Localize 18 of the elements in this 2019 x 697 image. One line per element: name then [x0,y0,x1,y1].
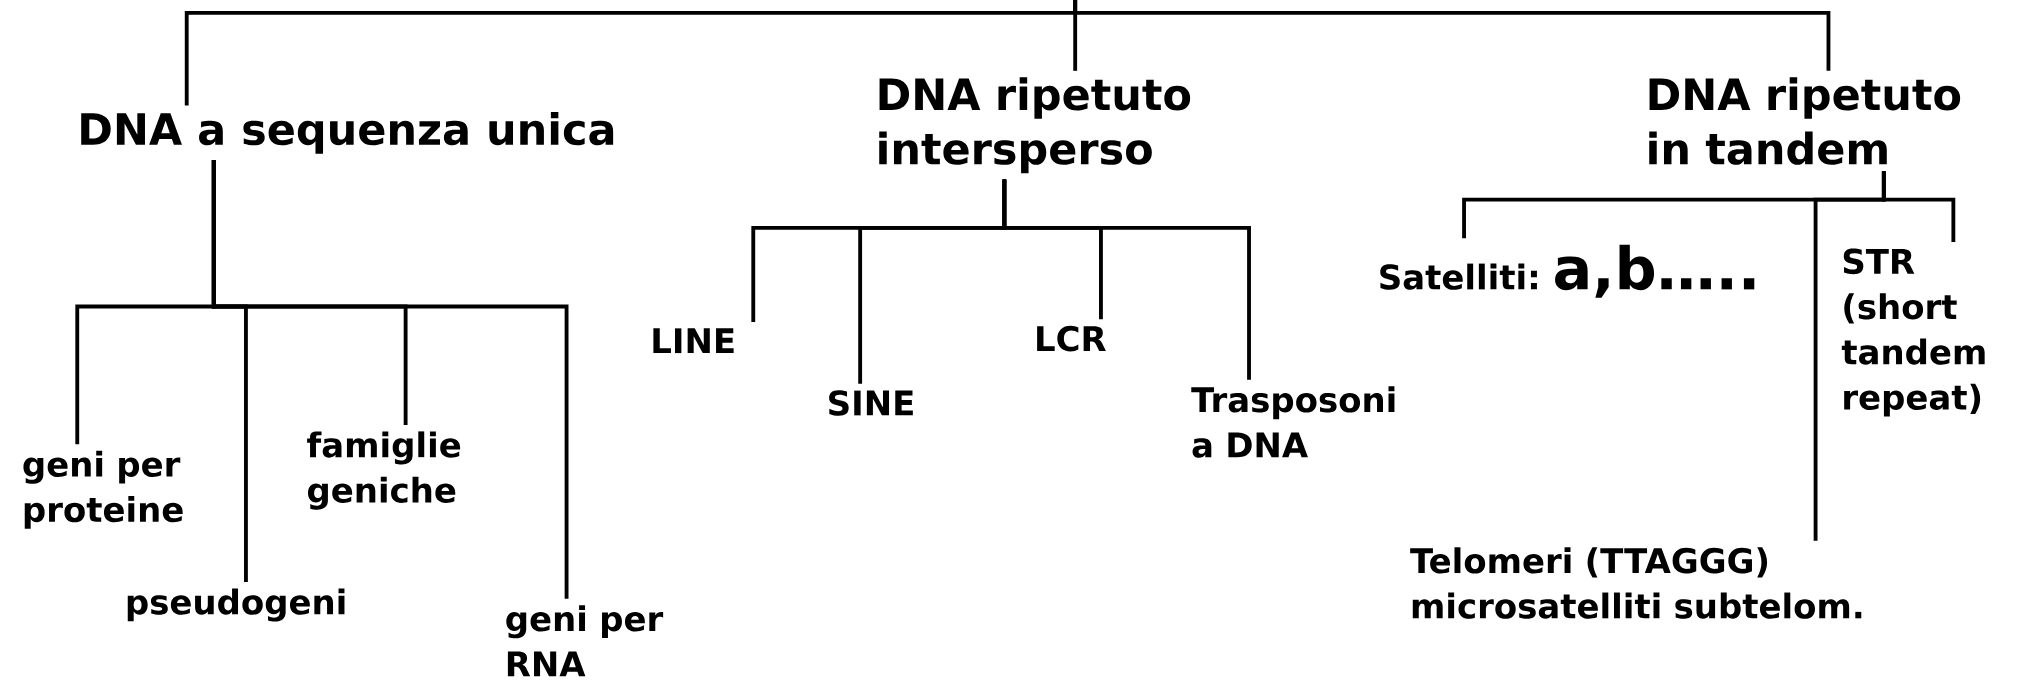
term-label: DNA ripetuto in tandem [1649,77,1961,165]
term-label: geni per proteine [23,450,183,529]
term-label: DNA a sequenza unica [81,112,614,154]
term-label: SINE [829,390,913,417]
term-label: LCR [1037,325,1106,352]
tree-line [211,160,569,599]
term-label: LINE [653,328,734,354]
term-label: Telomeri (TTAGGG) microsatelliti subtelom. [1410,547,1862,619]
tree-line [1881,171,1956,243]
term-label: Trasposoni a DNA [1191,386,1395,458]
term-label: DNA ripetuto intersperso [879,77,1191,174]
term-label: Satelliti: a,b….. [1380,244,1755,298]
term-label: pseudogeni [127,588,345,622]
tree-line [1002,179,1251,381]
term-label: STR (short tandem repeat) [1841,248,1985,417]
tree-line [1073,0,1831,71]
term-label: famiglie geniche [307,431,461,510]
term-label: geni per RNA [506,605,664,677]
